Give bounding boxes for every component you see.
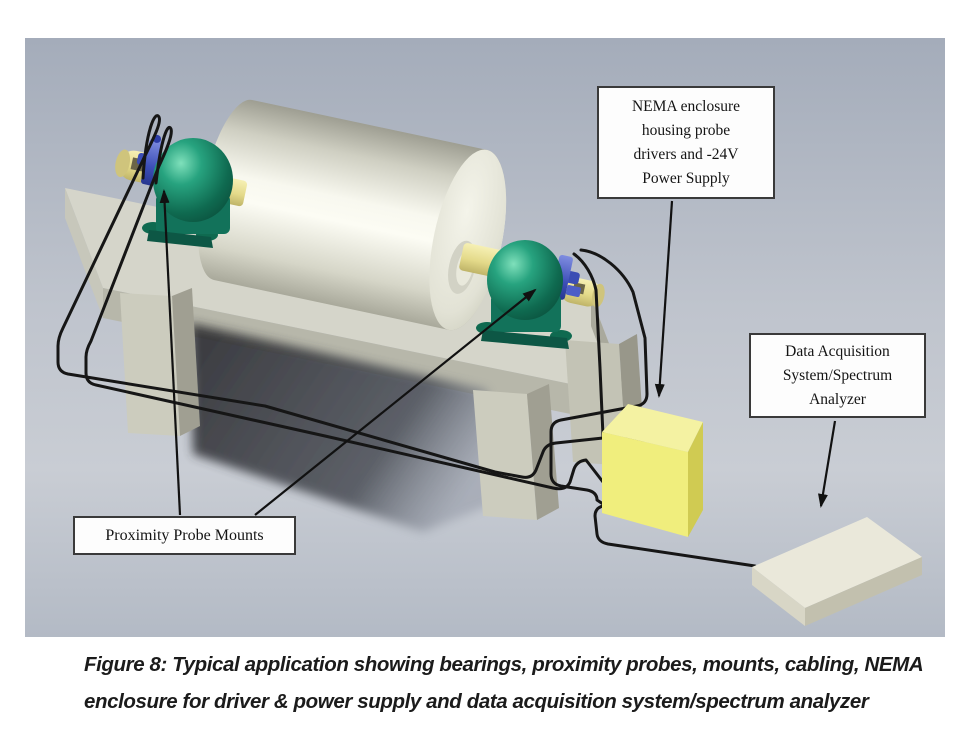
daq-unit-3d [752, 517, 922, 626]
arrow-to-daq [818, 420, 837, 508]
nema-enclosure-3d [602, 404, 703, 537]
probe-cables [56, 114, 757, 568]
data-acquisition-label: Data Acquisition System/Spectrum Analyze… [749, 333, 926, 418]
left-bearing [142, 138, 233, 248]
cable-left-inner [84, 126, 605, 491]
cable-enclosure-to-daq [593, 504, 757, 568]
right-bearing [476, 240, 572, 349]
cable-right-inner [572, 252, 605, 438]
bench-right-leg [473, 384, 559, 520]
figure-caption-line2: enclosure for driver & power supply and … [84, 690, 869, 713]
nema-enclosure-label: NEMA enclosure housing probe drivers and… [597, 86, 775, 199]
figure-caption: Figure 8: Typical application showing be… [84, 646, 934, 720]
proximity-probe-mounts-label: Proximity Probe Mounts [73, 516, 296, 555]
cable-left-outer [56, 114, 605, 479]
figure-caption-line1: Figure 8: Typical application showing be… [84, 653, 924, 676]
cable-right-outer [549, 248, 649, 506]
arrow-to-left-mount [159, 189, 182, 516]
annotation-arrows [159, 189, 837, 516]
arrow-to-nema-enclosure [654, 200, 674, 398]
arrow-to-right-mount [254, 288, 537, 516]
figure-image: NEMA enclosure housing probe drivers and… [25, 38, 945, 637]
bench-left-leg [120, 288, 200, 436]
